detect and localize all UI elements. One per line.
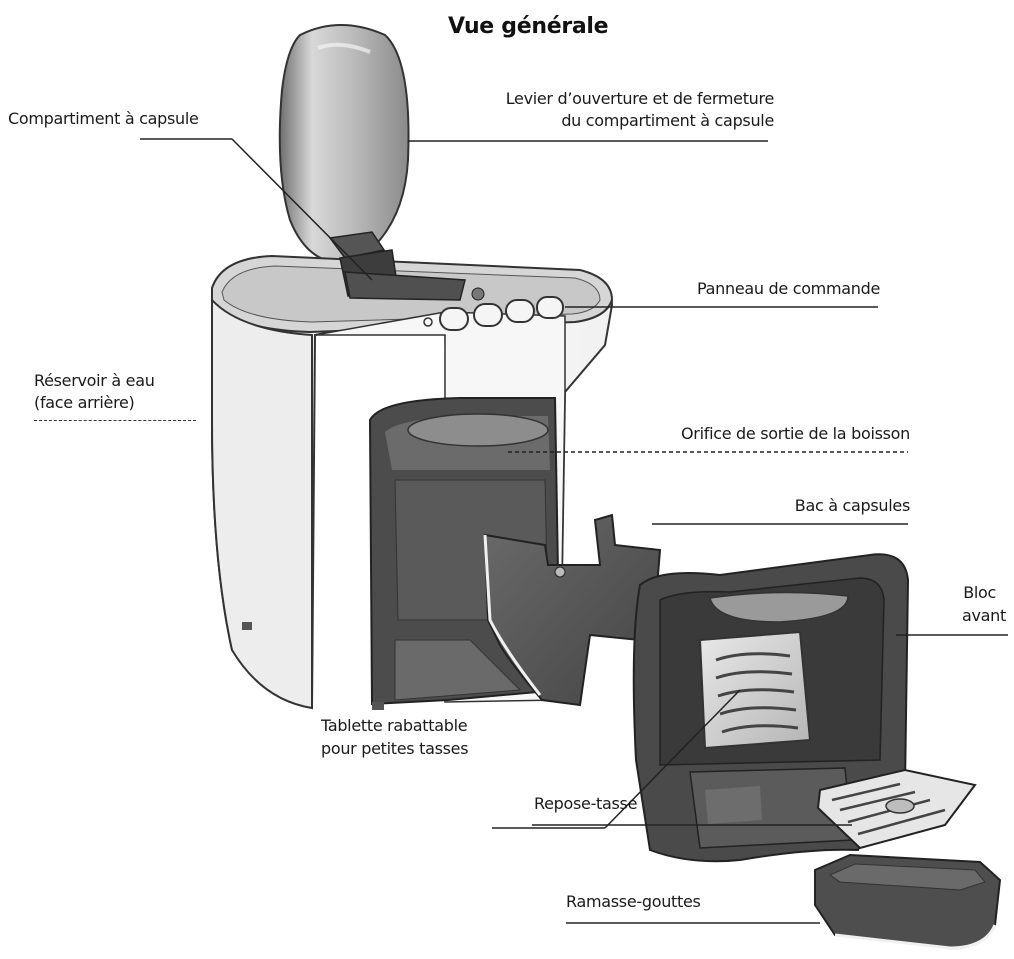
page-title: Vue générale xyxy=(448,14,609,39)
capsule-bin xyxy=(483,513,662,707)
label-drip-tray: Ramasse-gouttes xyxy=(566,892,701,911)
label-control-panel: Panneau de commande xyxy=(697,279,880,298)
label-lever-line2: du compartiment à capsule xyxy=(561,111,774,130)
label-water-tank-line1: Réservoir à eau xyxy=(34,371,155,390)
fold-shelf-grill xyxy=(698,630,812,750)
label-outlet: Orifice de sortie de la boisson xyxy=(681,424,910,443)
water-tank-dashed-line xyxy=(34,420,196,421)
drip-tray xyxy=(814,853,1002,950)
lid xyxy=(278,24,410,265)
label-fold-shelf-line1: Tablette rabattable xyxy=(321,716,468,735)
label-front-block-line2: avant xyxy=(962,606,1006,625)
label-cup-rest: Repose-tasse xyxy=(534,794,638,813)
cup-rest xyxy=(816,768,977,850)
label-lever-line1: Levier d’ouverture et de fermeture xyxy=(505,89,775,108)
label-front-block-line1: Bloc xyxy=(963,583,996,602)
label-capsule-compartment: Compartiment à capsule xyxy=(8,109,199,128)
leader-lines xyxy=(140,138,1008,924)
label-capsule-bin: Bac à capsules xyxy=(794,496,911,515)
control-panel xyxy=(423,296,564,331)
label-fold-shelf-line2: pour petites tasses xyxy=(321,739,469,758)
label-water-tank-line2: (face arrière) xyxy=(34,393,135,412)
